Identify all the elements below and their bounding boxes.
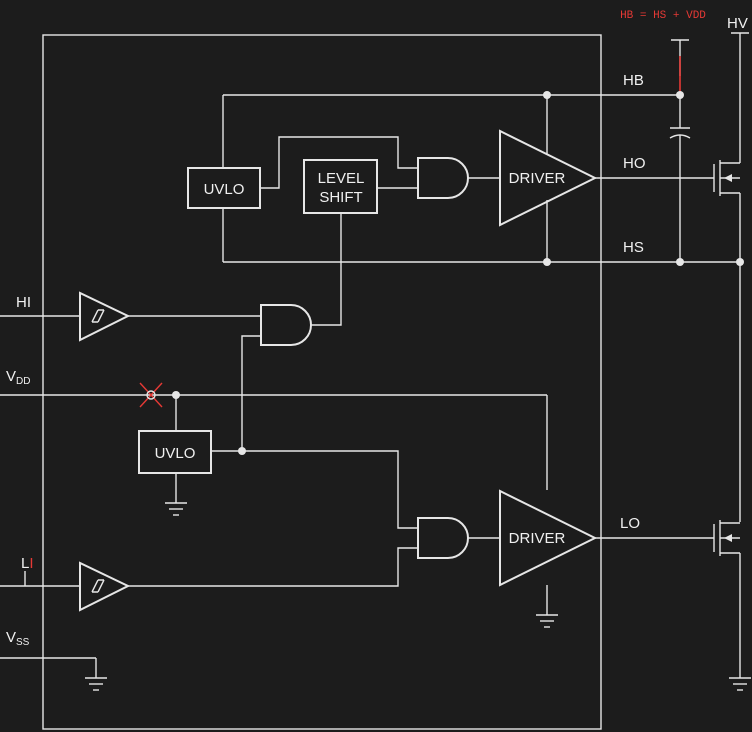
driver-low [499, 489, 598, 587]
hs-label: HS [623, 239, 644, 256]
hv-label: HV [727, 15, 748, 32]
ground-driver-low [536, 614, 558, 628]
uvlo-low-block [138, 430, 212, 474]
driver-low-label: DRIVER [509, 530, 566, 547]
low-side-mosfet [713, 520, 740, 556]
and-gate-low [417, 517, 469, 559]
level-shift-label-2: SHIFT [319, 189, 362, 206]
hb-label: HB [623, 72, 644, 89]
annotation-text: HB = HS + VDD [620, 10, 706, 22]
and-gate-hi [260, 304, 312, 346]
hi-label: HI [16, 294, 31, 311]
driver-high-label: DRIVER [509, 170, 566, 187]
li-label: LI [21, 555, 34, 572]
ground-uvlo [165, 502, 187, 516]
ic-boundary [42, 34, 602, 730]
vss-label: VSS [6, 629, 30, 648]
vdd-fault-marker [139, 382, 163, 408]
driver-high [499, 129, 598, 227]
and-gate-high [417, 157, 469, 199]
li-schmitt-buffer [79, 561, 131, 612]
hi-schmitt-buffer [79, 291, 131, 342]
vdd-label: VDD [6, 368, 30, 387]
high-side-mosfet [713, 160, 740, 196]
uvlo-high-label: UVLO [204, 181, 245, 198]
level-shift-label-1: LEVEL [318, 170, 365, 187]
ground-hv [729, 677, 751, 691]
uvlo-low-label: UVLO [155, 445, 196, 462]
ho-label: HO [623, 155, 646, 172]
lo-label: LO [620, 515, 640, 532]
ground-vss [85, 677, 107, 691]
